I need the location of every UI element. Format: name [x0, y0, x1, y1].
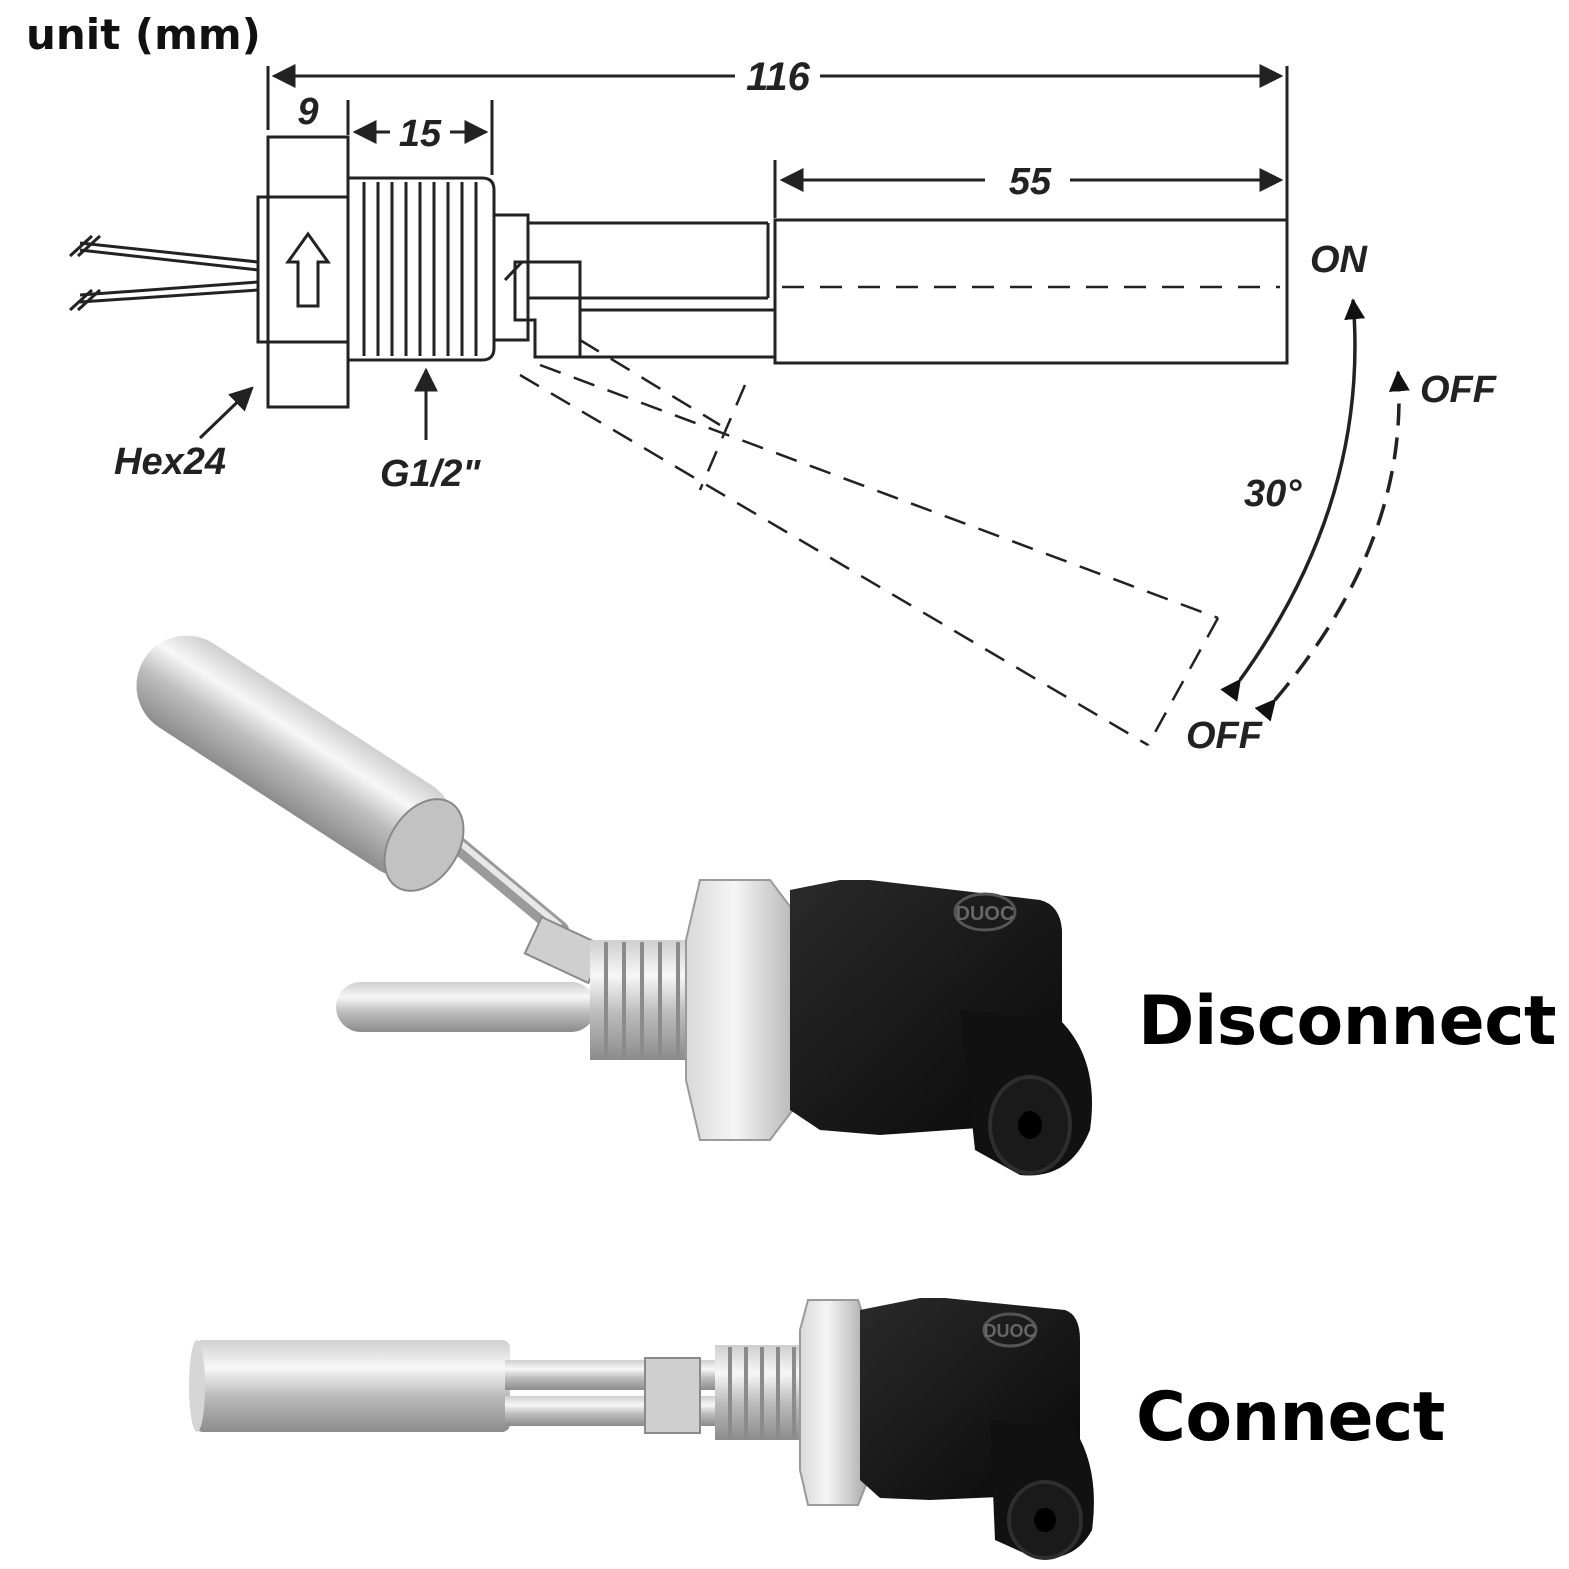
brand-mark-top: DUOC — [956, 903, 1015, 925]
label-angle: 30° — [1244, 473, 1302, 515]
dim-overall-length: 116 — [746, 55, 811, 99]
dim-thread-length: 15 — [399, 113, 442, 155]
brand-mark-bottom: DUOC — [984, 1321, 1037, 1341]
dim-hex-width: 9 — [297, 91, 318, 133]
label-hex: Hex24 — [114, 441, 226, 483]
label-on: ON — [1310, 239, 1369, 281]
label-thread: G1/2" — [380, 453, 481, 495]
state-label-disconnect: Disconnect — [1138, 982, 1557, 1061]
label-off-upper: OFF — [1420, 369, 1498, 411]
dim-float-length: 55 — [1009, 161, 1052, 203]
photo-disconnect-switch: DUOC — [136, 635, 1092, 1176]
label-off-lower: OFF — [1186, 715, 1264, 757]
unit-label: unit (mm) — [26, 10, 261, 59]
photo-connect-switch: DUOC — [189, 1298, 1094, 1560]
state-label-connect: Connect — [1136, 1378, 1445, 1457]
drawing-lines — [68, 64, 1410, 747]
